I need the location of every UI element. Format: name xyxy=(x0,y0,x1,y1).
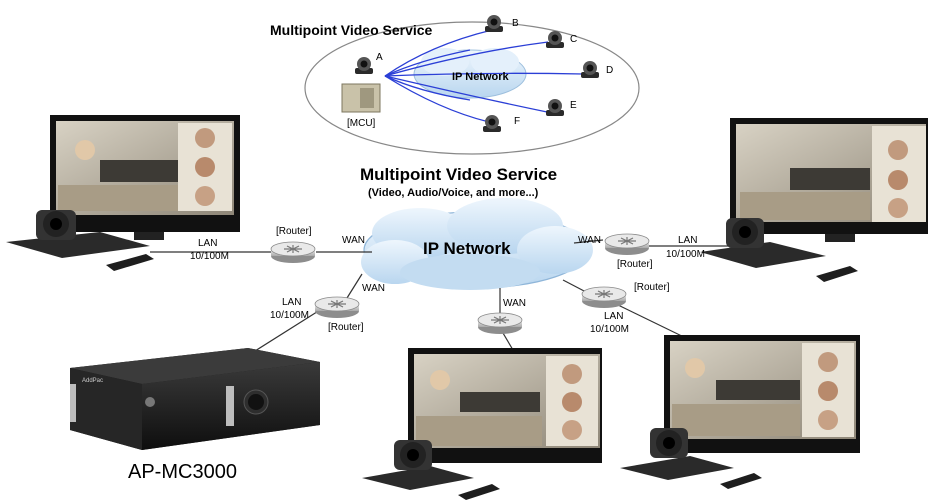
videoconf-system-bottom-center xyxy=(362,348,602,500)
remote-control-bottom-center xyxy=(458,484,500,500)
inset-diagram xyxy=(304,15,640,155)
cloud-label: IP Network xyxy=(423,239,511,258)
lan-speed-lower-left: 10/100M xyxy=(270,310,309,321)
main-subtitle: (Video, Audio/Voice, and more...) xyxy=(368,187,539,199)
main-title: Multipoint Video Service xyxy=(360,165,557,184)
endpoint-label-f: F xyxy=(514,116,520,127)
router-label-left: [Router] xyxy=(276,226,312,237)
lan-label-lower-left: LAN xyxy=(282,297,301,308)
lan-speed-lower-right: 10/100M xyxy=(590,324,629,335)
camera-codec-left xyxy=(6,210,150,258)
endpoint-label-b: B xyxy=(512,18,519,29)
endpoint-label-d: D xyxy=(606,65,613,76)
remote-control-left xyxy=(106,254,154,271)
lan-label-left: LAN xyxy=(198,238,217,249)
inset-title: Multipoint Video Service xyxy=(270,22,433,38)
router-label-lower-left: [Router] xyxy=(328,322,364,333)
inset-links xyxy=(384,29,584,123)
wan-label-lower-left: WAN xyxy=(362,283,385,294)
videoconf-system-left xyxy=(6,115,240,271)
remote-control-right xyxy=(816,266,858,282)
camera-codec-right xyxy=(700,218,826,268)
mcu-label: [MCU] xyxy=(347,118,376,129)
endpoint-label-a: A xyxy=(376,52,383,63)
lan-label-lower-right: LAN xyxy=(604,311,623,322)
camera-codec-bottom-right xyxy=(620,428,734,480)
camera-codec-bottom-center xyxy=(362,440,474,490)
endpoint-label-e: E xyxy=(570,100,577,111)
wan-label-left: WAN xyxy=(342,235,365,246)
lan-speed-right: 10/100M xyxy=(666,249,705,260)
videoconf-system-bottom-right xyxy=(620,335,860,489)
endpoint-label-c: C xyxy=(570,34,577,45)
wan-label-bottom: WAN xyxy=(503,298,526,309)
ap-mc3000-device xyxy=(70,348,320,450)
mcu-icon xyxy=(341,83,381,113)
router-icon-lower-left xyxy=(314,296,360,319)
router-icon-lower-right xyxy=(581,286,627,309)
router-icon-right xyxy=(604,233,650,256)
lan-label-right: LAN xyxy=(678,235,697,246)
videoconf-system-right xyxy=(700,118,928,282)
remote-control-bottom-right xyxy=(720,473,762,489)
router-icon-bottom xyxy=(477,312,523,335)
lan-speed-left: 10/100M xyxy=(190,251,229,262)
inset-ip-network-label: IP Network xyxy=(452,71,510,83)
router-icon-left xyxy=(270,241,316,264)
device-model-label: AP-MC3000 xyxy=(128,461,237,483)
router-label-right: [Router] xyxy=(617,259,653,270)
wan-label-right: WAN xyxy=(578,235,601,246)
ip-network-cloud xyxy=(361,198,593,290)
labels: Multipoint Video Service IP Network [MCU… xyxy=(82,18,705,483)
router-label-lower-right: [Router] xyxy=(634,282,670,293)
device-front-label: AddPac xyxy=(82,378,103,384)
